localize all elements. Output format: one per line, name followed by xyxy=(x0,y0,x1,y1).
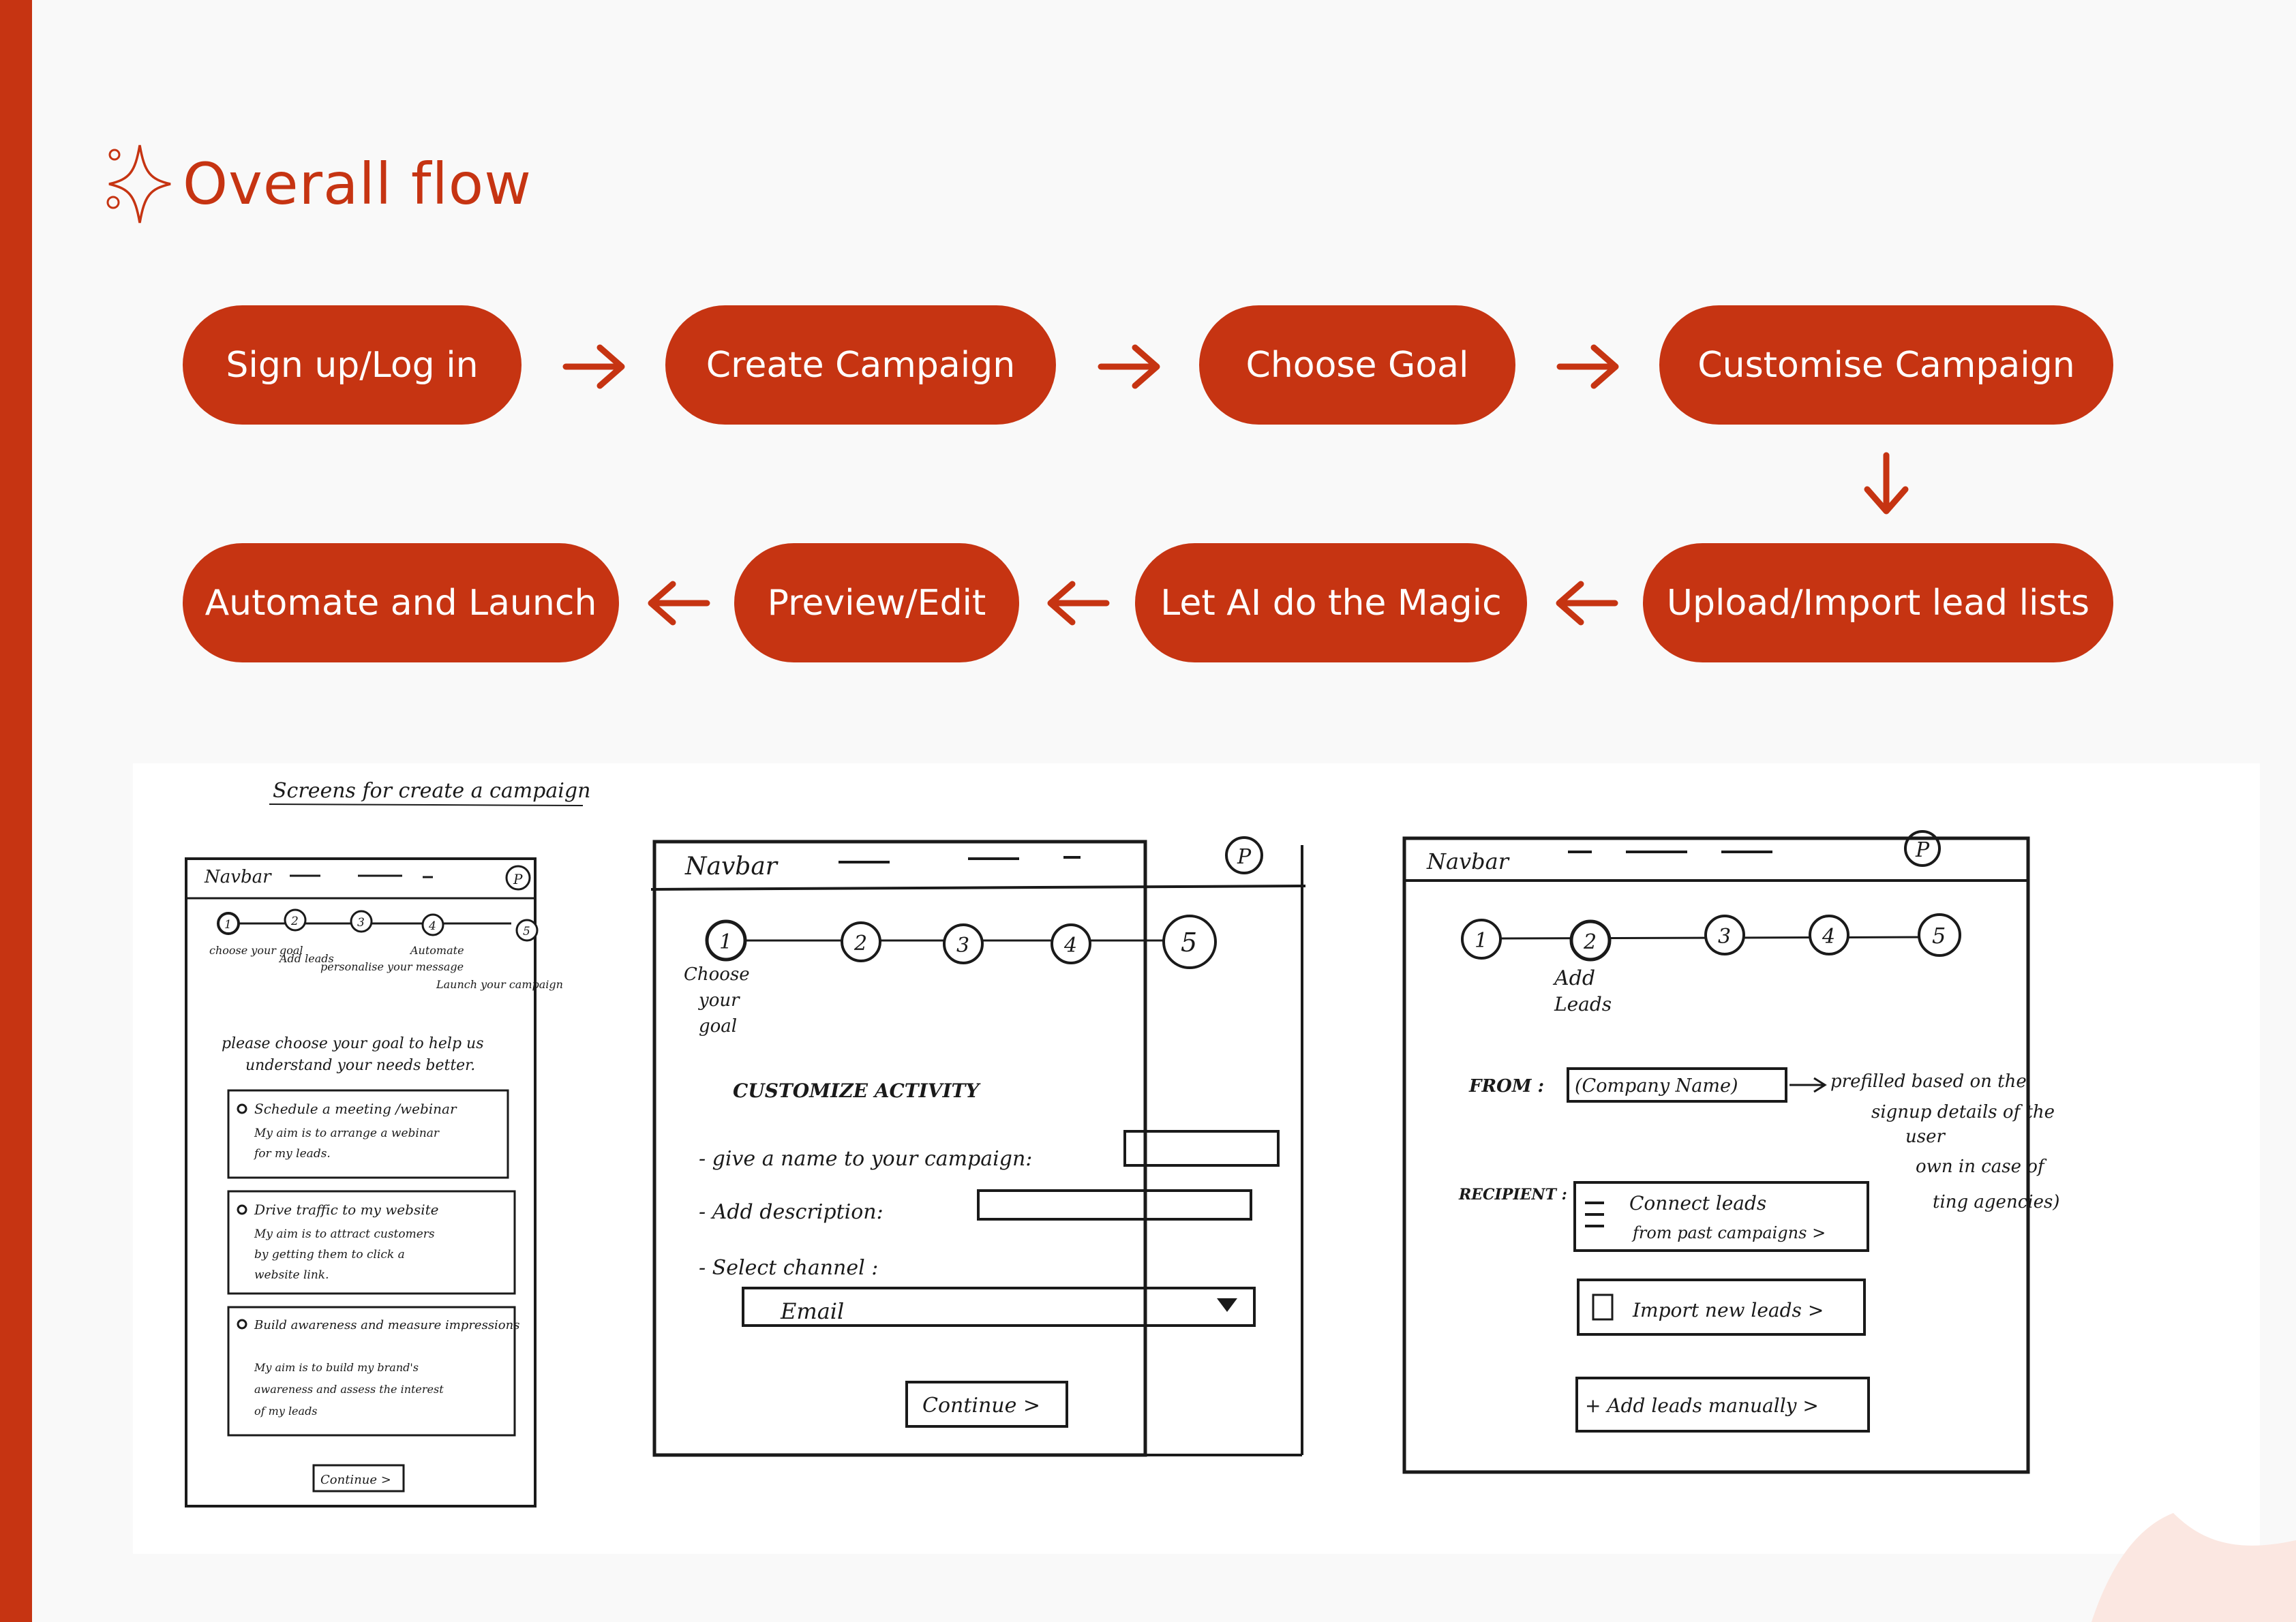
sketch3-step-number: 1 xyxy=(1475,929,1487,953)
flow-step-customise-campaign: Customise Campaign xyxy=(1659,305,2113,425)
sketch2-step-number: 5 xyxy=(1181,928,1197,958)
flow-step-choose-goal: Choose Goal xyxy=(1199,305,1515,425)
sketch1-step-number: 1 xyxy=(224,918,232,932)
sketch2-step-number: 1 xyxy=(719,930,732,954)
sketch-canvas: Screens for create a campaign Navbar P 1… xyxy=(185,779,2059,1508)
sketch1-step-label: personalise your message xyxy=(320,960,464,973)
sketch1-step-number: 3 xyxy=(357,916,365,930)
decorative-shape xyxy=(2091,1513,2296,1622)
sketch1-option-title: Build awareness and measure impressions xyxy=(254,1318,519,1332)
wireframe-sketches: Screens for create a campaign Navbar P 1… xyxy=(133,763,2260,1554)
arrow-right-icon xyxy=(1098,344,1160,389)
sketch3-step-label: Leads xyxy=(1554,993,1612,1015)
list-icon xyxy=(1585,1202,1604,1227)
sketch3-from-label: FROM : xyxy=(1468,1076,1544,1097)
sketch3-import-leads-button: Import new leads > xyxy=(1632,1299,1824,1321)
sketch1-step-number: 5 xyxy=(523,925,530,938)
sketch1-step-number: 2 xyxy=(290,915,299,928)
flow-step-automate-launch: Automate and Launch xyxy=(183,543,619,662)
page-header: Overall flow xyxy=(102,140,532,228)
sketch1-option-desc: of my leads xyxy=(254,1405,318,1418)
sketch3-note: ting agencies) xyxy=(1933,1192,2059,1212)
sketch1-option-title: Schedule a meeting /webinar xyxy=(254,1101,457,1117)
sparkle-icon xyxy=(106,144,171,224)
sketch1-step-label: Automate xyxy=(409,944,464,957)
flow-step-preview-edit: Preview/Edit xyxy=(734,543,1019,662)
sketch2-step-label: Choose xyxy=(684,964,750,985)
sketch2-step-label: your xyxy=(698,990,740,1011)
sketch-customize-activity-screen: Navbar P 1 2 3 4 5 Choose your goal xyxy=(650,836,1306,1457)
sketch2-step-number: 3 xyxy=(956,934,969,958)
arrow-right-icon xyxy=(562,344,625,389)
sketch2-step-number: 4 xyxy=(1063,934,1077,958)
sketch2-field-name: - give a name to your campaign: xyxy=(699,1147,1032,1171)
sketch2-heading: CUSTOMIZE ACTIVITY xyxy=(733,1080,981,1102)
sketch-add-leads-screen: Navbar P 1 2 3 4 5 Add Leads FROM : (Com xyxy=(1402,830,2059,1474)
sketch2-field-channel: - Select channel : xyxy=(699,1256,878,1280)
sketch1-prompt: please choose your goal to help us xyxy=(222,1035,484,1052)
sketch1-option-desc: awareness and assess the interest xyxy=(254,1383,444,1396)
sketch2-profile: P xyxy=(1237,845,1252,869)
sketch3-note: user xyxy=(1905,1127,1946,1147)
sketch-choose-goal-screen: Navbar P 1 2 3 4 5 choose your goal Add … xyxy=(185,857,563,1508)
arrow-down-icon xyxy=(1864,452,1909,515)
sketch3-from-value: (Company Name) xyxy=(1575,1075,1738,1097)
sketch3-note: prefilled based on the xyxy=(1830,1071,2027,1092)
sketch1-option-desc: by getting them to click a xyxy=(254,1248,405,1261)
sketch1-option-desc: website link. xyxy=(254,1268,329,1282)
dropdown-caret-icon xyxy=(1217,1298,1237,1312)
sketch3-add-manually-button: + Add leads manually > xyxy=(1585,1394,1819,1417)
sketch3-step-number: 2 xyxy=(1583,930,1597,954)
sketch3-profile: P xyxy=(1915,838,1930,862)
sketch2-step-number: 2 xyxy=(854,932,867,955)
sketch2-select-value: Email xyxy=(780,1298,844,1324)
arrow-left-icon xyxy=(1556,581,1618,626)
sketch3-step-number: 4 xyxy=(1822,925,1835,949)
arrow-left-icon xyxy=(1047,581,1110,626)
sketch2-step-label: goal xyxy=(699,1016,737,1037)
sketch3-note: own in case of xyxy=(1916,1157,2047,1177)
sketch1-option-title: Drive traffic to my website xyxy=(254,1202,438,1218)
sketch1-option-desc: My aim is to arrange a webinar xyxy=(254,1127,440,1140)
flow-step-upload-leads: Upload/Import lead lists xyxy=(1643,543,2113,662)
sketch3-note: signup details of the xyxy=(1871,1102,2055,1122)
sketch1-option-desc: My aim is to build my brand's xyxy=(254,1361,419,1374)
arrow-right-icon xyxy=(1556,344,1619,389)
sketch-caption: Screens for create a campaign xyxy=(273,779,590,803)
sketch3-recipient-label: RECIPIENT : xyxy=(1458,1186,1567,1204)
sketch2-navbar: Navbar xyxy=(684,853,779,881)
sketch1-step-number: 4 xyxy=(428,919,436,933)
sketch3-connect-leads-button: Connect leads xyxy=(1629,1192,1766,1214)
sketch1-step-label: Launch your campaign xyxy=(436,978,563,991)
sketch1-prompt: understand your needs better. xyxy=(245,1057,475,1074)
page-title: Overall flow xyxy=(183,151,532,217)
sketch1-option-desc: My aim is to attract customers xyxy=(254,1227,435,1241)
document-icon xyxy=(1592,1294,1614,1321)
left-accent-bar xyxy=(0,0,32,1622)
sketch1-step-label: choose your goal xyxy=(209,944,303,957)
sketch3-step-label: Add xyxy=(1552,966,1595,990)
sketch1-continue-button: Continue > xyxy=(320,1473,391,1487)
flow-step-ai-magic: Let AI do the Magic xyxy=(1135,543,1527,662)
sketch3-navbar: Navbar xyxy=(1426,848,1510,874)
arrow-left-icon xyxy=(648,581,710,626)
flow-step-create-campaign: Create Campaign xyxy=(665,305,1056,425)
sketch1-step-label: Add leads xyxy=(278,952,334,965)
flow-step-signup: Sign up/Log in xyxy=(183,305,522,425)
sketch1-profile: P xyxy=(513,871,523,887)
sketch2-field-description: - Add description: xyxy=(699,1200,883,1224)
sketch1-navbar: Navbar xyxy=(204,867,272,887)
sketch3-step-number: 3 xyxy=(1718,925,1731,949)
sketch3-connect-leads-button: from past campaigns > xyxy=(1631,1223,1826,1242)
sketch3-step-number: 5 xyxy=(1932,923,1946,949)
sketch2-continue-button: Continue > xyxy=(922,1394,1040,1418)
sketch1-option-desc: for my leads. xyxy=(253,1147,331,1161)
